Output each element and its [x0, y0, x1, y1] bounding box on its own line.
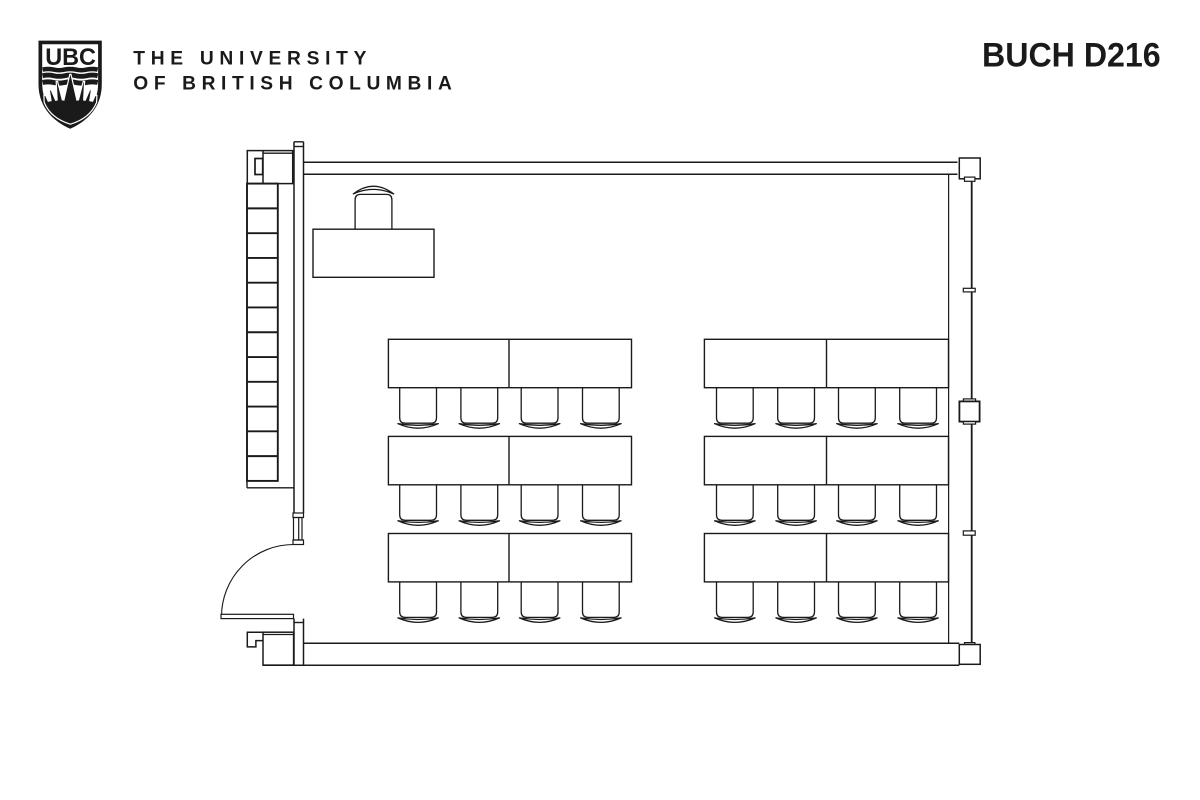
svg-text:BUCH D216: BUCH D216: [982, 37, 1161, 75]
svg-text:OF BRITISH COLUMBIA: OF BRITISH COLUMBIA: [133, 74, 457, 95]
svg-text:THE UNIVERSITY: THE UNIVERSITY: [133, 49, 372, 70]
svg-text:UBC: UBC: [45, 44, 96, 71]
